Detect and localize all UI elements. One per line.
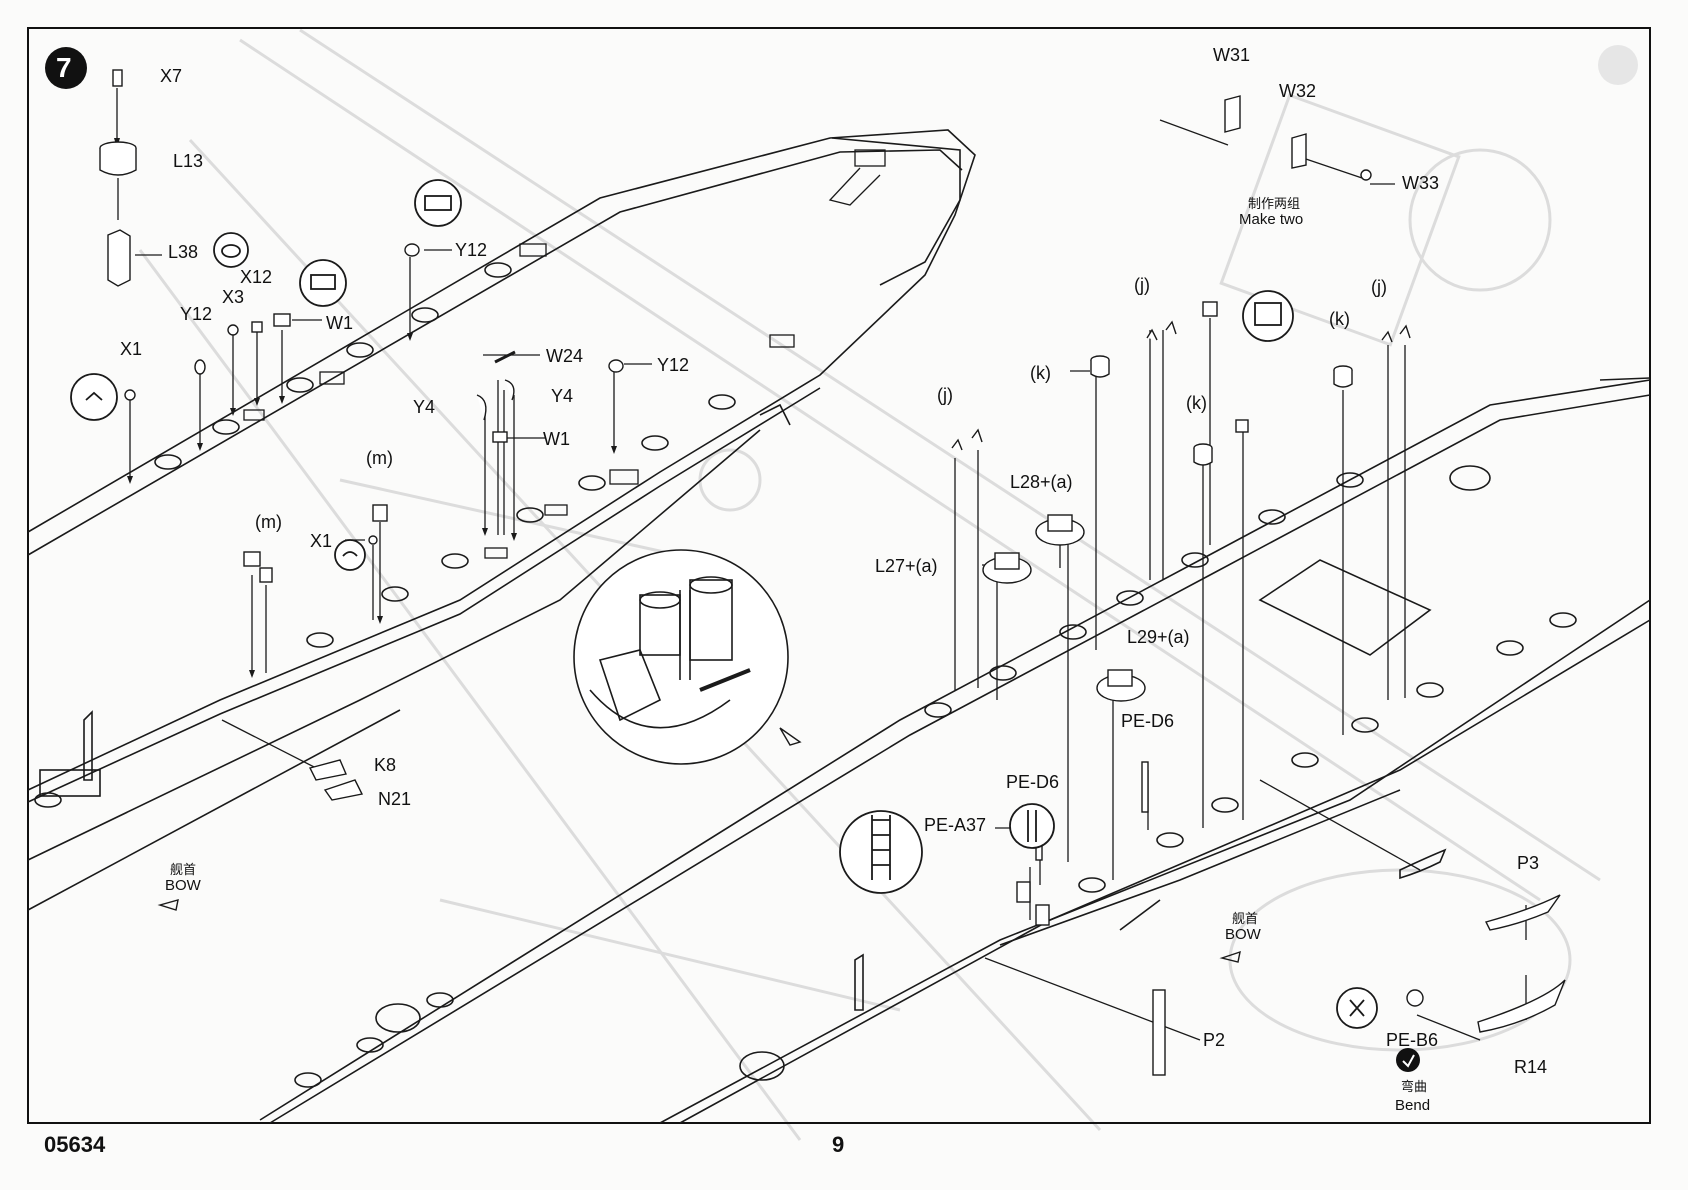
- label-w32: W32: [1279, 81, 1317, 101]
- ghost-step-badge: [1598, 45, 1638, 85]
- label-pe-b6: PE-B6: [1386, 1030, 1439, 1050]
- left-arrowheads: [114, 138, 617, 678]
- label-bend-cn: 弯曲: [1401, 1079, 1428, 1094]
- label-p2: P2: [1203, 1030, 1226, 1050]
- label-x1-lower: X1: [310, 531, 333, 551]
- left-hull: [27, 129, 976, 911]
- label-k-right: (k): [1329, 309, 1350, 329]
- arrow-icon: [779, 727, 802, 746]
- bow-arrow-right: [1219, 950, 1241, 963]
- label-pe-d6-lower: PE-D6: [1006, 772, 1060, 792]
- right-deck-circles: [294, 472, 1577, 1088]
- label-pe-d6-upper: PE-D6: [1121, 711, 1175, 731]
- label-m-upper: (m): [366, 448, 393, 468]
- label-x3: X3: [222, 287, 245, 307]
- label-k8: K8: [374, 755, 397, 775]
- label-w31: W31: [1213, 45, 1251, 65]
- right-callouts: [839, 290, 1420, 1072]
- part-x7: [112, 69, 123, 87]
- label-w1-upper: W1: [326, 313, 353, 333]
- label-l13: L13: [173, 151, 204, 171]
- bow-arrow-left: [157, 899, 179, 911]
- label-j-left: (j): [937, 385, 953, 405]
- label-bow-right-cn: 舰首: [1232, 911, 1259, 926]
- label-l27a: L27+(a): [875, 556, 938, 576]
- label-bend-en: Bend: [1395, 1097, 1431, 1114]
- label-y12-left: Y12: [180, 304, 213, 324]
- label-y4-left: Y4: [413, 397, 436, 417]
- step-number-badge: [45, 47, 87, 89]
- label-j-mid: (j): [1134, 275, 1150, 295]
- label-l29a: L29+(a): [1127, 627, 1190, 647]
- page-code: 05634: [44, 1132, 106, 1157]
- label-x1-left: X1: [120, 339, 143, 359]
- label-k-left: (k): [1030, 363, 1051, 383]
- label-p3: P3: [1517, 853, 1540, 873]
- label-k-center: (k): [1186, 393, 1207, 413]
- left-leader-lines: [116, 88, 652, 771]
- label-r14: R14: [1514, 1057, 1548, 1077]
- label-l38: L38: [168, 242, 199, 262]
- label-y12-right: Y12: [657, 355, 690, 375]
- label-w33: W33: [1402, 173, 1440, 193]
- label-w1-lower: W1: [543, 429, 570, 449]
- label-j-right: (j): [1371, 277, 1387, 297]
- ghost-background: [138, 28, 1601, 1141]
- label-bow-left-en: BOW: [165, 877, 201, 894]
- left-deck-fittings: [243, 149, 886, 559]
- detail-inset: [573, 549, 789, 765]
- label-w24: W24: [546, 346, 584, 366]
- left-parts: [99, 69, 624, 801]
- label-y12-top: Y12: [455, 240, 488, 260]
- label-make-two-cn: 制作两组: [1248, 196, 1301, 211]
- label-bow-left-cn: 舰首: [170, 862, 197, 877]
- label-l28a: L28+(a): [1010, 472, 1073, 492]
- right-hull: [259, 377, 1651, 1124]
- label-x12: X12: [240, 267, 273, 287]
- label-x7: X7: [160, 66, 183, 86]
- label-bow-right-en: BOW: [1225, 926, 1261, 943]
- right-leader-lines: [954, 119, 1527, 1041]
- page-number: 9: [832, 1132, 845, 1157]
- page-frame: [27, 27, 1651, 1124]
- step-number: 7: [56, 52, 72, 83]
- label-pe-a37: PE-A37: [924, 815, 987, 835]
- label-y4-right: Y4: [551, 386, 574, 406]
- bend-check-icon: [1402, 1054, 1415, 1068]
- label-n21: N21: [378, 789, 412, 809]
- left-deck-circles: [34, 262, 736, 808]
- label-m-lower: (m): [255, 512, 282, 532]
- left-callouts: [70, 179, 462, 571]
- label-make-two-en: Make two: [1239, 211, 1304, 228]
